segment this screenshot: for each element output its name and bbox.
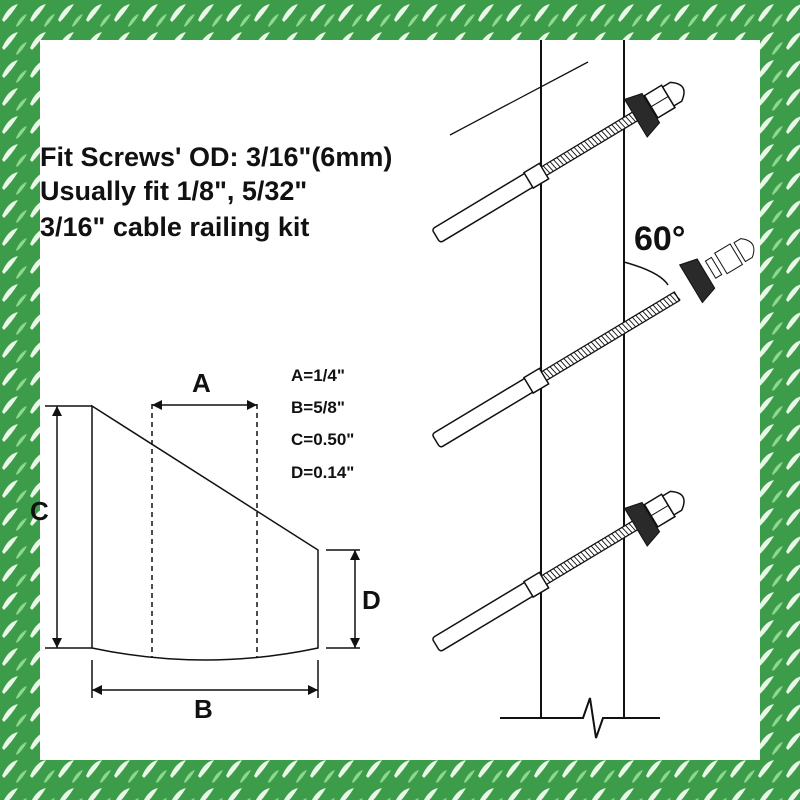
label-c: C bbox=[30, 496, 49, 526]
label-d: D bbox=[362, 585, 381, 615]
exploded-washer-nut bbox=[678, 238, 755, 304]
dimension-b-value: B=5/8" bbox=[291, 398, 345, 417]
dimension-a-value: A=1/4" bbox=[291, 366, 345, 385]
label-b: B bbox=[194, 694, 213, 724]
screw-middle bbox=[432, 291, 681, 448]
angle-label: 60° bbox=[634, 220, 686, 258]
usually-fit-line: Usually fit 1/8", 5/32" bbox=[40, 176, 308, 206]
screw-top bbox=[432, 81, 685, 243]
screw-bottom bbox=[432, 490, 685, 652]
washer-profile bbox=[91, 404, 319, 661]
leader-line bbox=[449, 61, 589, 136]
label-a: A bbox=[192, 368, 211, 398]
angle-arc bbox=[623, 261, 669, 286]
cable-kit-line: 3/16" cable railing kit bbox=[40, 212, 310, 242]
dimension-c-value: C=0.50" bbox=[291, 430, 355, 449]
dimension-d-value: D=0.14" bbox=[291, 463, 355, 482]
washer-dimension-drawing bbox=[45, 400, 360, 698]
dim-d-arrows bbox=[350, 550, 360, 648]
fit-screws-line: Fit Screws' OD: 3/16"(6mm) bbox=[40, 142, 393, 172]
